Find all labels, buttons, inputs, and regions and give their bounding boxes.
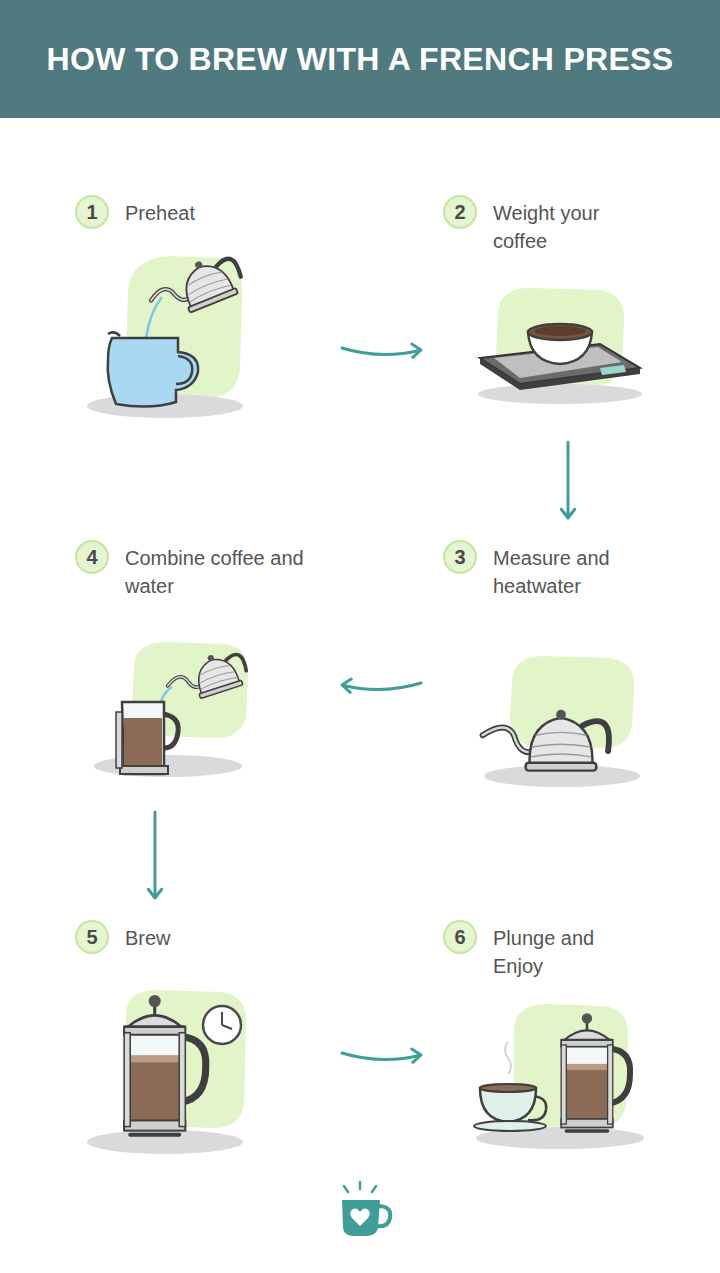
step-node: 2 Weight your coffee [443,195,680,420]
flow-arrow [342,344,421,357]
flow-arrow [561,442,574,518]
step-number: 2 [443,195,477,229]
flow-arrow [342,1049,421,1062]
step-node: 4 Combine coffee and water [75,540,320,790]
flow-arrow [148,812,161,898]
step-number: 4 [75,540,109,574]
step-label: Plunge and Enjoy [493,924,633,980]
flow-arrow [342,679,421,692]
step-node: 3 Measure and heatwater [443,540,680,790]
step-node: 6 Plunge and Enjoy [443,920,680,1160]
title: HOW TO BREW WITH A FRENCH PRESS [47,41,674,78]
step-node: 1 Preheat [75,195,320,420]
step-number: 3 [443,540,477,574]
step-label: Brew [125,924,275,952]
step-node: 5 Brew [75,920,320,1160]
step-label: Combine coffee and water [125,544,310,600]
step-label: Preheat [125,199,275,227]
step-number: 1 [75,195,109,229]
step-number: 6 [443,920,477,954]
step-number: 5 [75,920,109,954]
step-label: Measure and heatwater [493,544,643,600]
step-label: Weight your coffee [493,199,633,255]
title-band: HOW TO BREW WITH A FRENCH PRESS [0,0,720,118]
